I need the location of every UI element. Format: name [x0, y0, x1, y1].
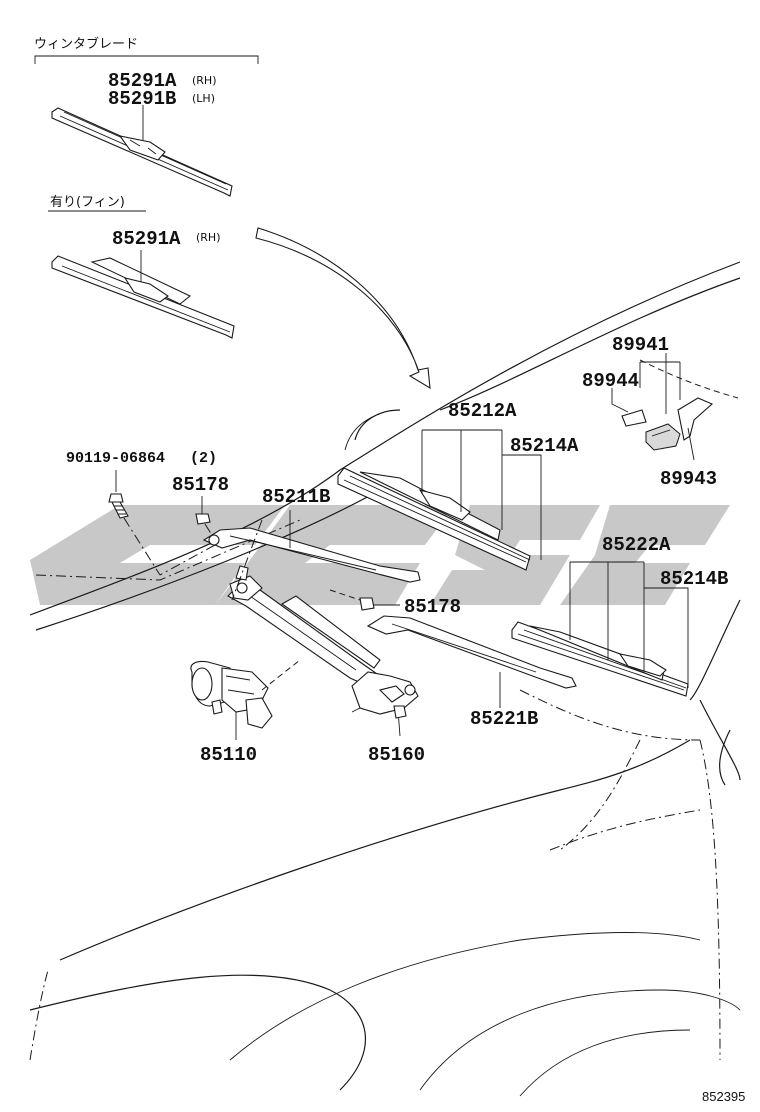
label-85178-top: 85178 — [172, 474, 229, 496]
wiper-blade-85222a — [511, 621, 689, 697]
label-85214b: 85214B — [660, 568, 728, 590]
wiper-blade-85291-fin — [51, 250, 235, 339]
label-85214a: 85214A — [510, 435, 579, 457]
label-85212a: 85212A — [448, 400, 517, 422]
label-89944: 89944 — [582, 370, 639, 392]
label-90119-qty: (2) — [190, 450, 217, 467]
nut-85178-mid — [359, 597, 400, 611]
install-line-2 — [231, 519, 263, 601]
label-85160: 85160 — [368, 744, 425, 766]
variant-label: 有り(フィン) — [50, 195, 125, 210]
label-85211b: 85211B — [262, 486, 330, 508]
direction-arrow — [255, 227, 431, 390]
label-85291a-fin: 85291A — [112, 228, 181, 250]
install-line-3 — [329, 589, 361, 601]
blade-group-header: ウィンタブレード — [34, 36, 259, 64]
figure-code: 852395 — [702, 1089, 745, 1104]
wiper-motor-85110 — [190, 659, 301, 740]
section-label: ウィンタブレード — [34, 36, 138, 52]
label-85291a-fin-side: (RH) — [196, 231, 221, 244]
label-85291b-side: (LH) — [192, 92, 215, 105]
label-85178-mid: 85178 — [404, 596, 461, 618]
wiper-link-85160 — [227, 565, 419, 737]
washer-nozzle-group — [611, 353, 714, 461]
wiper-blade-85291 — [51, 105, 233, 197]
label-89943: 89943 — [660, 468, 717, 490]
label-85221b: 85221B — [470, 708, 538, 730]
label-85291a: 85291A — [108, 70, 177, 92]
label-85291b: 85291B — [108, 88, 176, 110]
label-85110: 85110 — [200, 744, 257, 766]
label-85291a-side: (RH) — [192, 74, 217, 87]
label-85222a: 85222A — [602, 534, 671, 556]
bolt-90119 — [108, 470, 161, 576]
wiper-blade-85212a — [337, 467, 531, 571]
leader-85222a — [569, 561, 689, 688]
wiper-arm-85221b — [366, 615, 577, 708]
leader-85212a — [421, 429, 542, 560]
label-89941: 89941 — [612, 334, 669, 356]
label-90119: 90119-06864 — [66, 450, 165, 467]
vehicle-body-outline — [29, 261, 741, 1097]
